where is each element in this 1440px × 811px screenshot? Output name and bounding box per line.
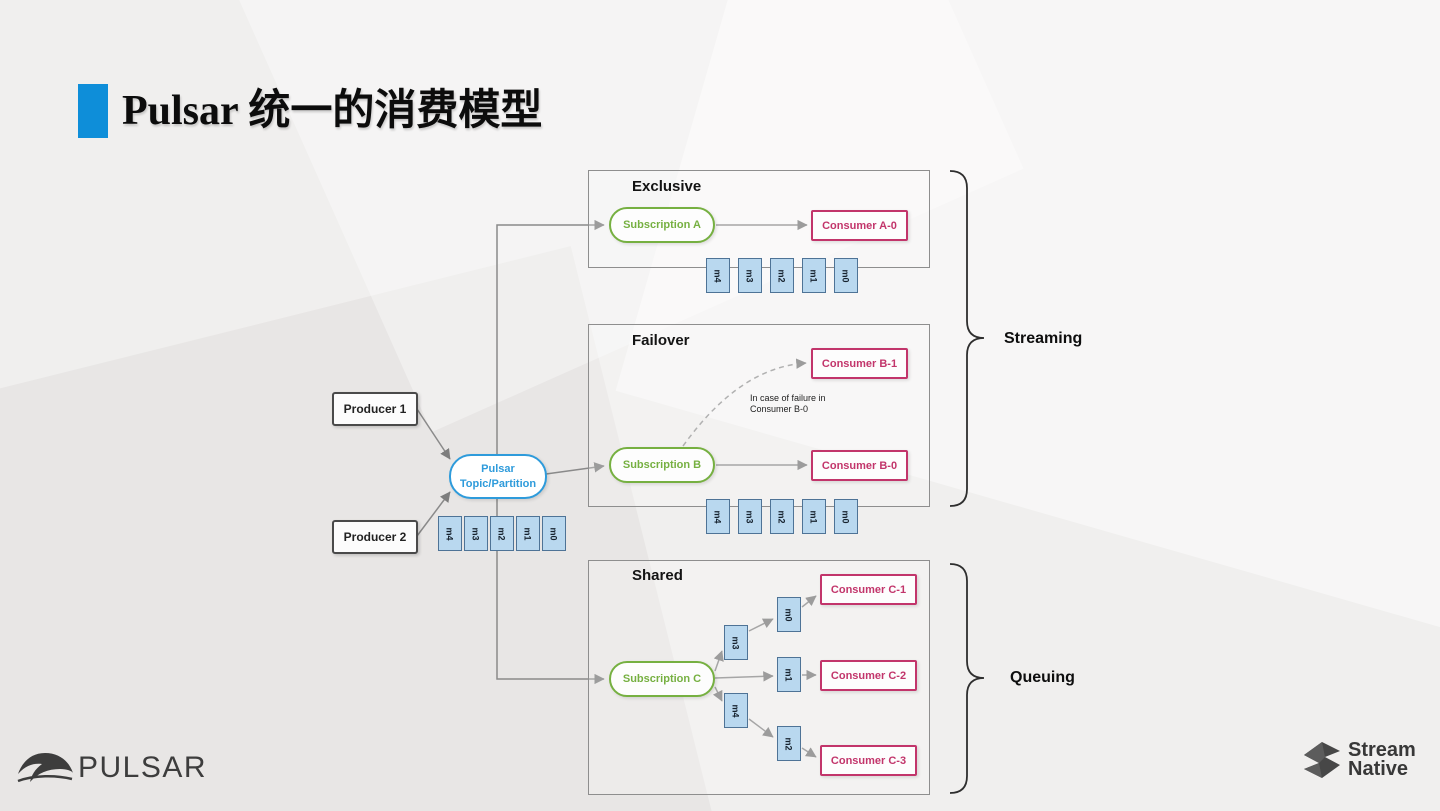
message-box: m4 [438,516,462,551]
message-label: m4 [712,509,723,524]
consumer-b0-node: Consumer B-0 [811,450,908,481]
title-accent-bar [78,84,108,138]
message-label: m3 [744,509,755,524]
message-box: m1 [516,516,540,551]
message-label: m3 [470,526,481,541]
message-label: m1 [522,526,533,541]
message-label: m0 [840,268,851,283]
consumer-c2-node: Consumer C-2 [820,660,917,691]
page-title: Pulsar 统一的消费模型 [122,88,543,134]
message-label: m1 [808,509,819,524]
message-box: m4 [706,258,730,293]
subscription-a-node: Subscription A [609,207,715,243]
pulsar-logo-icon [17,753,73,783]
message-box: m1 [802,499,826,534]
topic-line1: Pulsar [481,463,515,476]
subscription-b-node: Subscription B [609,447,715,483]
message-label: m1 [808,268,819,283]
message-label: m2 [496,526,507,541]
message-label: m1 [783,667,794,682]
message-box: m1 [802,258,826,293]
queuing-group-label: Queuing [1010,669,1075,686]
message-box: m4 [724,693,748,728]
arrow-producer1-topic [416,408,451,460]
message-label: m3 [744,268,755,283]
message-label: m4 [712,268,723,283]
message-label: m4 [730,703,741,718]
message-box: m3 [738,258,762,293]
pulsar-logo: PULSAR [16,748,207,788]
message-box: m2 [777,726,801,761]
message-label: m2 [776,509,787,524]
message-label: m0 [783,607,794,622]
consumer-c3-node: Consumer C-3 [820,745,917,776]
message-label: m3 [730,635,741,650]
message-label: m0 [840,509,851,524]
exclusive-label: Exclusive [632,178,702,195]
message-box: m0 [542,516,566,551]
producer-2-node: Producer 2 [332,520,418,554]
message-label: m2 [783,736,794,751]
consumer-b1-node: Consumer B-1 [811,348,908,379]
failover-label: Failover [632,332,690,349]
streaming-group-label: Streaming [1004,330,1083,347]
message-box: m3 [724,625,748,660]
streamnative-wordmark: Stream Native [1348,739,1416,780]
failover-message-row: m4 m3 m2 m1 m0 [706,499,858,534]
message-box: m0 [834,258,858,293]
message-box: m1 [777,657,801,692]
streamnative-logo: Stream Native [1302,740,1416,780]
queuing-brace [949,563,985,794]
topic-message-queue: m4 m3 m2 m1 m0 [438,516,566,551]
pulsar-topic-node: Pulsar Topic/Partition [449,454,547,499]
message-box: m0 [834,499,858,534]
failover-note: In case of failure in Consumer B-0 [750,393,826,415]
streaming-brace [949,170,985,507]
message-box: m2 [490,516,514,551]
message-box: m2 [770,258,794,293]
streamnative-line1: Stream [1348,739,1416,761]
consumer-c1-node: Consumer C-1 [820,574,917,605]
message-box: m0 [777,597,801,632]
exclusive-message-row: m4 m3 m2 m1 m0 [706,258,858,293]
message-box: m3 [464,516,488,551]
producer-1-node: Producer 1 [332,392,418,426]
streamnative-logo-icon [1304,742,1340,778]
streamnative-line2: Native [1348,758,1409,780]
message-box: m4 [706,499,730,534]
pulsar-wordmark: PULSAR [78,751,208,784]
message-box: m3 [738,499,762,534]
subscription-c-node: Subscription C [609,661,715,697]
shared-label: Shared [632,567,683,584]
consumer-a0-node: Consumer A-0 [811,210,908,241]
message-label: m4 [444,526,455,541]
slide-header: Pulsar 统一的消费模型 [78,84,542,138]
message-label: m2 [776,268,787,283]
message-label: m0 [548,526,559,541]
topic-line2: Topic/Partition [459,477,537,490]
message-box: m2 [770,499,794,534]
